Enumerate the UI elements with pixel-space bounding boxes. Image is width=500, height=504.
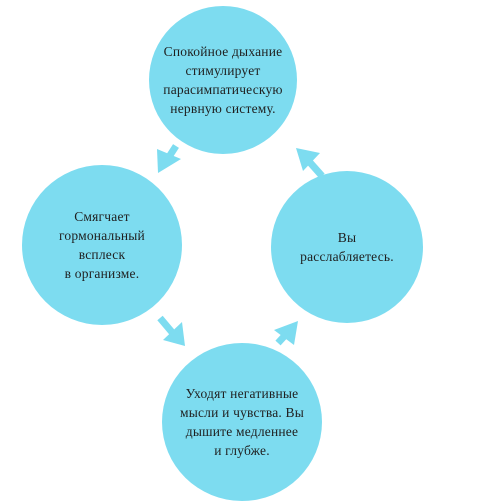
cycle-node-calm-breathing: Спокойное дыхание стимулирует парасимпат… bbox=[149, 6, 297, 154]
arrow-right-to-top bbox=[296, 148, 325, 179]
node-label: Вы расслабляетесь. bbox=[300, 230, 394, 264]
arrow-top-to-left bbox=[157, 144, 181, 173]
cycle-node-hormonal-surge: Смягчает гормональный всплеск в организм… bbox=[22, 165, 182, 325]
cycle-node-relaxation: Вы расслабляетесь. bbox=[271, 171, 423, 323]
arrow-bottom-to-right bbox=[274, 321, 298, 346]
node-label: Смягчает гормональный всплеск в организм… bbox=[59, 209, 145, 281]
arrow-left-to-bottom bbox=[157, 315, 185, 346]
node-label: Спокойное дыхание стимулирует парасимпат… bbox=[163, 44, 283, 116]
node-label: Уходят негативные мысли и чувства. Вы ды… bbox=[179, 386, 305, 458]
cycle-node-negative-thoughts: Уходят негативные мысли и чувства. Вы ды… bbox=[162, 343, 322, 501]
